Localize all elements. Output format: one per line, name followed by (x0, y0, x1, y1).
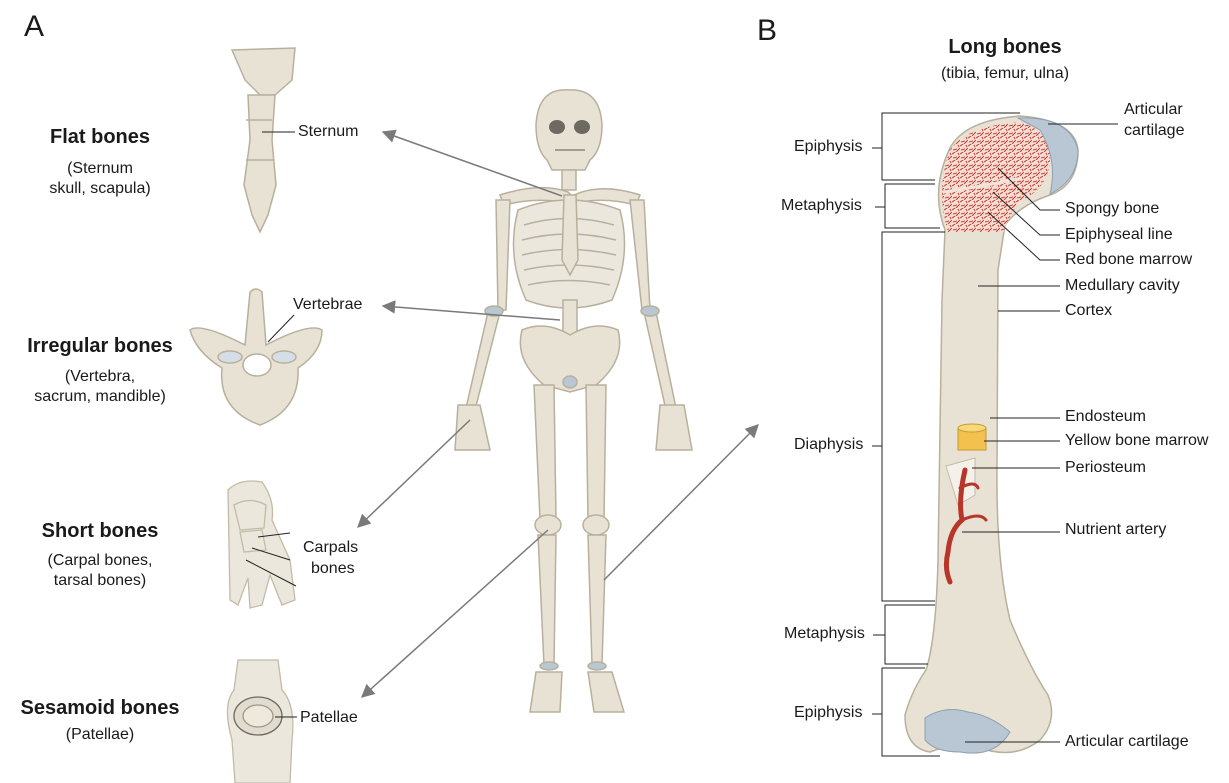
long-bone-illustration (905, 116, 1078, 753)
long-bones-subtitle: (tibia, femur, ulna) (941, 63, 1069, 85)
flat-bones-title: Flat bones (50, 126, 150, 149)
sesamoid-bones-title: Sesamoid bones (21, 697, 180, 720)
epiphysis-top-label: Epiphysis (794, 138, 862, 156)
short-bones-sub-1: (Carpal bones, (48, 550, 153, 572)
panel-a-letter: A (24, 10, 44, 44)
knee-illustration (227, 660, 292, 783)
irregular-bones-sub-2: sacrum, mandible) (34, 386, 166, 408)
periosteum-label: Periosteum (1065, 459, 1146, 477)
flat-bones-sub-2: skull, scapula) (49, 178, 150, 200)
carpals-label-2: bones (311, 560, 355, 578)
panel-b-letter: B (757, 14, 777, 48)
long-bones-title: Long bones (948, 36, 1061, 59)
spongy-bone-label: Spongy bone (1065, 200, 1159, 218)
short-bones-sub-2: tarsal bones) (54, 570, 147, 592)
metaphysis-bottom-label: Metaphysis (784, 625, 865, 643)
flat-bones-sub-1: (Sternum (67, 158, 133, 180)
endosteum-label: Endosteum (1065, 408, 1146, 426)
cortex-label: Cortex (1065, 302, 1112, 320)
nutrient-artery-label: Nutrient artery (1065, 521, 1166, 539)
carpals-label: Carpals (303, 539, 358, 557)
vertebrae-label: Vertebrae (293, 296, 362, 314)
sesamoid-bones-sub: (Patellae) (66, 724, 134, 746)
yellow-bone-marrow-label: Yellow bone marrow (1065, 432, 1208, 450)
sternum-illustration (232, 48, 295, 232)
epiphyseal-line-label: Epiphyseal line (1065, 226, 1173, 244)
articular-cartilage-top-label-1: Articular (1124, 101, 1183, 119)
irregular-bones-title: Irregular bones (27, 335, 173, 358)
irregular-bones-sub-1: (Vertebra, (65, 366, 135, 388)
medullary-cavity-label: Medullary cavity (1065, 277, 1180, 295)
patellae-label: Patellae (300, 709, 358, 727)
articular-cartilage-bottom-label: Articular cartilage (1065, 733, 1189, 751)
short-bones-title: Short bones (42, 520, 159, 543)
carpals-illustration (228, 481, 295, 608)
skeleton-illustration (455, 90, 692, 712)
sternum-label: Sternum (298, 123, 358, 141)
metaphysis-top-label: Metaphysis (781, 197, 862, 215)
red-bone-marrow-label: Red bone marrow (1065, 251, 1192, 269)
articular-cartilage-top-label-2: cartilage (1124, 122, 1184, 140)
epiphysis-bottom-label: Epiphysis (794, 704, 862, 722)
diaphysis-label: Diaphysis (794, 436, 863, 454)
